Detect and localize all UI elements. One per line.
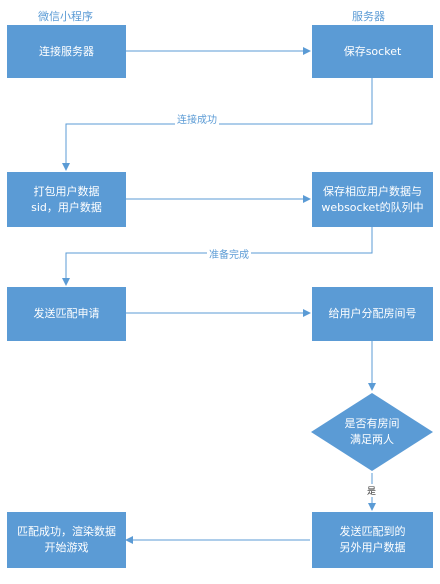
node-save-socket: 保存socket [312,25,433,78]
edge-label-connect-ok: 连接成功 [175,111,219,126]
node-assign-room-number: 给用户分配房间号 [312,287,433,341]
node-pack-user-data: 打包用户数据 sid，用户数据 [7,172,126,227]
node-send-other-user-data: 发送匹配到的 另外用户数据 [312,512,433,568]
edge-label-ready: 准备完成 [207,246,251,261]
node-connect-server: 连接服务器 [7,25,126,78]
column-title-mini-program: 微信小程序 [38,10,93,23]
node-send-match-request: 发送匹配申请 [7,287,126,341]
arrow-save-socket-to-pack [62,78,373,171]
column-title-server: 服务器 [352,10,385,23]
node-start-game: 匹配成功，渲染数据 开始游戏 [7,512,126,568]
node-room-check: 是否有房间 满足两人 [344,417,400,446]
edge-label-yes: 是 [367,484,377,497]
node-save-to-queue: 保存相应用户数据与 websocket的队列中 [312,172,433,227]
room-check-diamond [311,393,433,471]
